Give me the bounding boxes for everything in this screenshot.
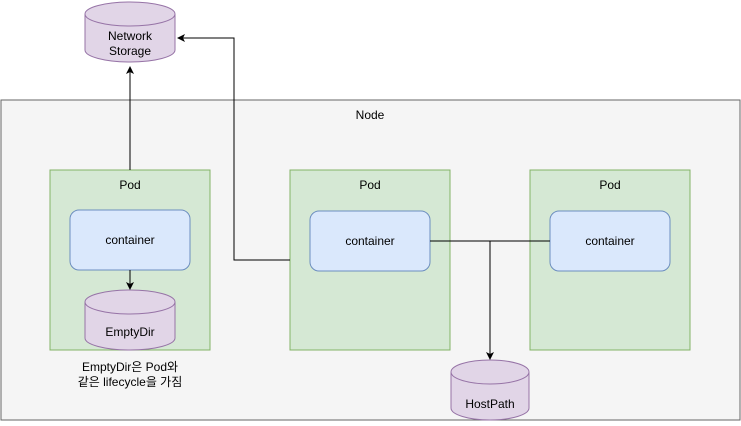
pod-1-container[interactable]: container — [69, 209, 191, 271]
hostpath-cylinder[interactable]: HostPath — [450, 359, 530, 421]
network-storage-cylinder[interactable]: Network Storage — [84, 1, 176, 63]
network-storage-label-line2: Storage — [109, 44, 151, 58]
network-storage-label-line1: Network — [108, 29, 153, 43]
pod-1-container-label: container — [105, 233, 154, 247]
emptydir-note-line2: 같은 lifecycle을 가짐 — [78, 375, 183, 389]
pod-1-label: Pod — [119, 178, 140, 192]
pod-3-container-label: container — [585, 234, 634, 248]
emptydir-cylinder[interactable]: EmptyDir — [84, 289, 176, 351]
pod-2-container-label: container — [345, 234, 394, 248]
emptydir-note-line1: EmptyDir은 Pod와 — [82, 360, 178, 374]
node-label: Node — [356, 108, 385, 122]
pod-2-container[interactable]: container — [309, 210, 431, 272]
pod-2-label: Pod — [359, 178, 380, 192]
hostpath-label: HostPath — [465, 397, 514, 411]
emptydir-label: EmptyDir — [105, 325, 154, 339]
pod-3-container[interactable]: container — [549, 210, 671, 272]
pod-3-label: Pod — [599, 178, 620, 192]
edge-pod2-to-network-storage — [177, 34, 290, 261]
